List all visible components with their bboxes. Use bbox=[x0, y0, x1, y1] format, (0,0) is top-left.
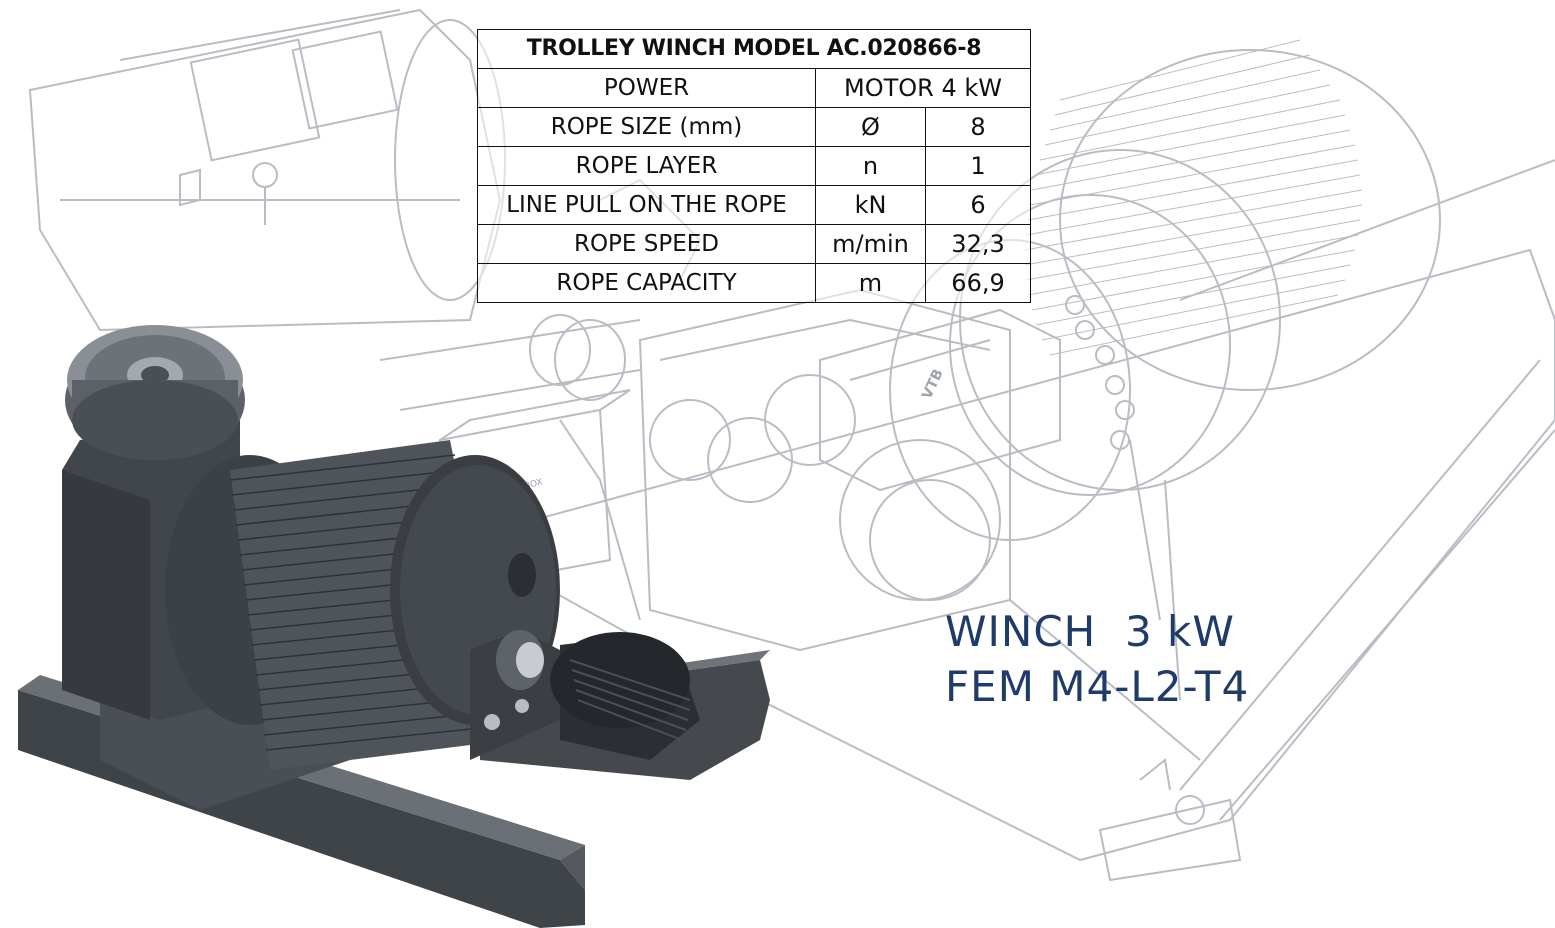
spec-merged-value: MOTOR 4 kW bbox=[814, 68, 1032, 108]
caption-fem-class: FEM M4-L2-T4 bbox=[945, 662, 1250, 711]
caption-winch-power: WINCH 3 kW bbox=[945, 607, 1235, 656]
spec-label: ROPE SIZE (mm) bbox=[477, 107, 816, 147]
spec-unit: Ø bbox=[815, 107, 926, 147]
spec-value: 32,3 bbox=[924, 224, 1032, 264]
spec-unit: m/min bbox=[815, 224, 926, 264]
background-winch-sketch bbox=[28, 8, 1555, 882]
spec-row-rope-capacity: ROPE CAPACITY m 66,9 bbox=[477, 263, 1032, 303]
spec-label: ROPE SPEED bbox=[477, 224, 816, 264]
spec-row-rope-size: ROPE SIZE (mm) Ø 8 bbox=[477, 107, 1032, 147]
spec-table: TROLLEY WINCH MODEL AC.020866-8 POWER MO… bbox=[476, 29, 1032, 303]
background-labels: ELECTRICAL BOX STB 8082-2 VTB bbox=[468, 367, 947, 523]
spec-value: 6 bbox=[924, 185, 1032, 225]
spec-label: LINE PULL ON THE ROPE bbox=[477, 185, 816, 225]
spec-row-rope-speed: ROPE SPEED m/min 32,3 bbox=[477, 224, 1032, 264]
spec-value: 66,9 bbox=[924, 263, 1032, 303]
spec-label: ROPE LAYER bbox=[477, 146, 816, 186]
spec-row-line-pull: LINE PULL ON THE ROPE kN 6 bbox=[477, 185, 1032, 225]
spec-label: POWER bbox=[477, 68, 816, 108]
spec-label: ROPE CAPACITY bbox=[477, 263, 816, 303]
foreground-winch bbox=[18, 325, 770, 928]
spec-value: 1 bbox=[924, 146, 1032, 186]
spec-table-title-row: TROLLEY WINCH MODEL AC.020866-8 bbox=[476, 29, 1032, 69]
spec-table-title: TROLLEY WINCH MODEL AC.020866-8 bbox=[476, 29, 1032, 69]
svg-text:VTB: VTB bbox=[919, 367, 947, 402]
spec-unit: n bbox=[815, 146, 926, 186]
spec-row-power: POWER MOTOR 4 kW bbox=[477, 68, 1032, 108]
spec-unit: m bbox=[815, 263, 926, 303]
spec-unit: kN bbox=[815, 185, 926, 225]
spec-row-rope-layer: ROPE LAYER n 1 bbox=[477, 146, 1032, 186]
spec-value: 8 bbox=[924, 107, 1032, 147]
